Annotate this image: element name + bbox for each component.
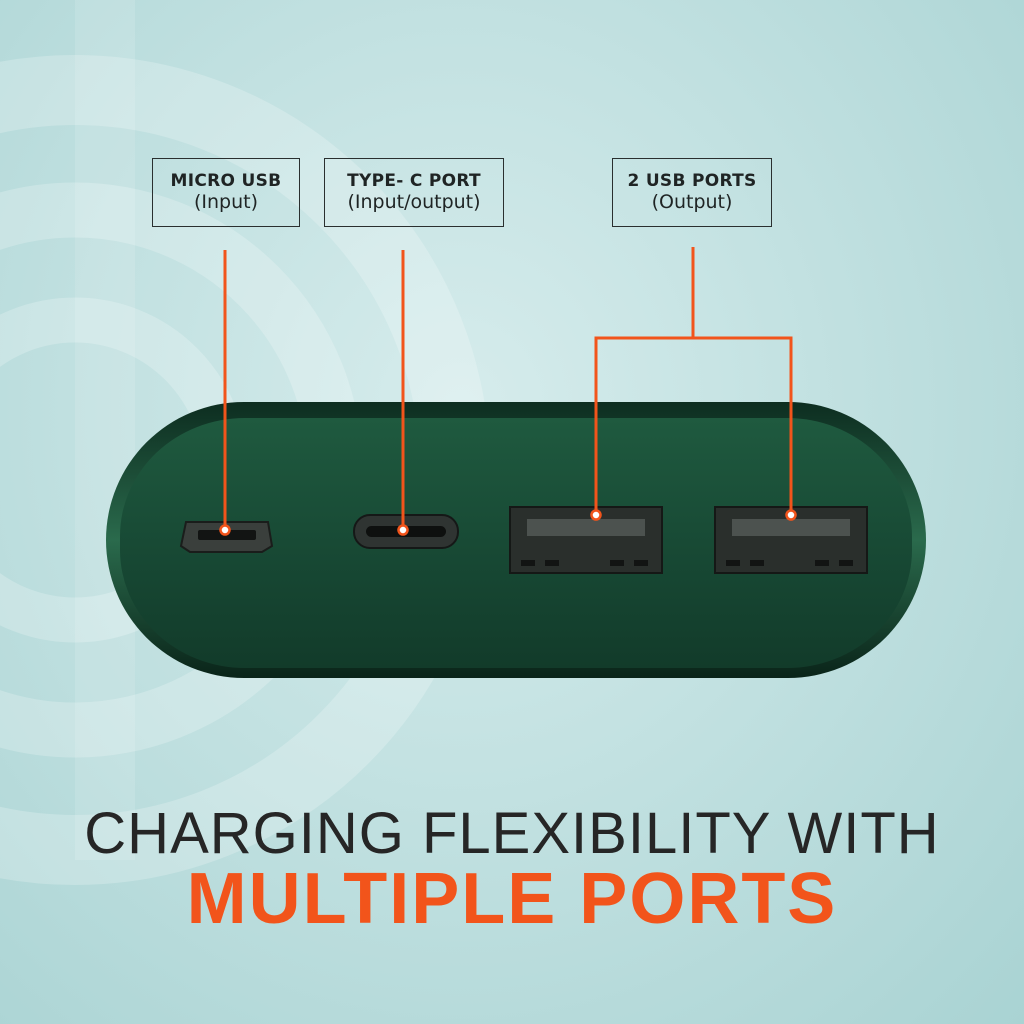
usb-a-port-2 (714, 506, 868, 574)
usb-ports-label-subtitle: (Output) (651, 191, 733, 214)
micro-usb-label: MICRO USB (Input) (152, 158, 300, 227)
headline-line-1: CHARGING FLEXIBILITY WITH (84, 801, 940, 866)
type-c-label: TYPE- C PORT (Input/output) (324, 158, 504, 227)
micro-usb-label-subtitle: (Input) (193, 191, 259, 214)
type-c-label-title: TYPE- C PORT (347, 170, 481, 191)
headline-line-2: MULTIPLE PORTS (186, 859, 838, 939)
usb-ports-label-title: 2 USB PORTS (627, 170, 757, 191)
type-c-label-subtitle: (Input/output) (347, 191, 481, 214)
usb-ports-label: 2 USB PORTS (Output) (612, 158, 772, 227)
micro-usb-label-title: MICRO USB (170, 170, 282, 191)
type-c-port (353, 514, 459, 549)
usb-a-port-1 (509, 506, 663, 574)
micro-usb-port (179, 521, 274, 553)
